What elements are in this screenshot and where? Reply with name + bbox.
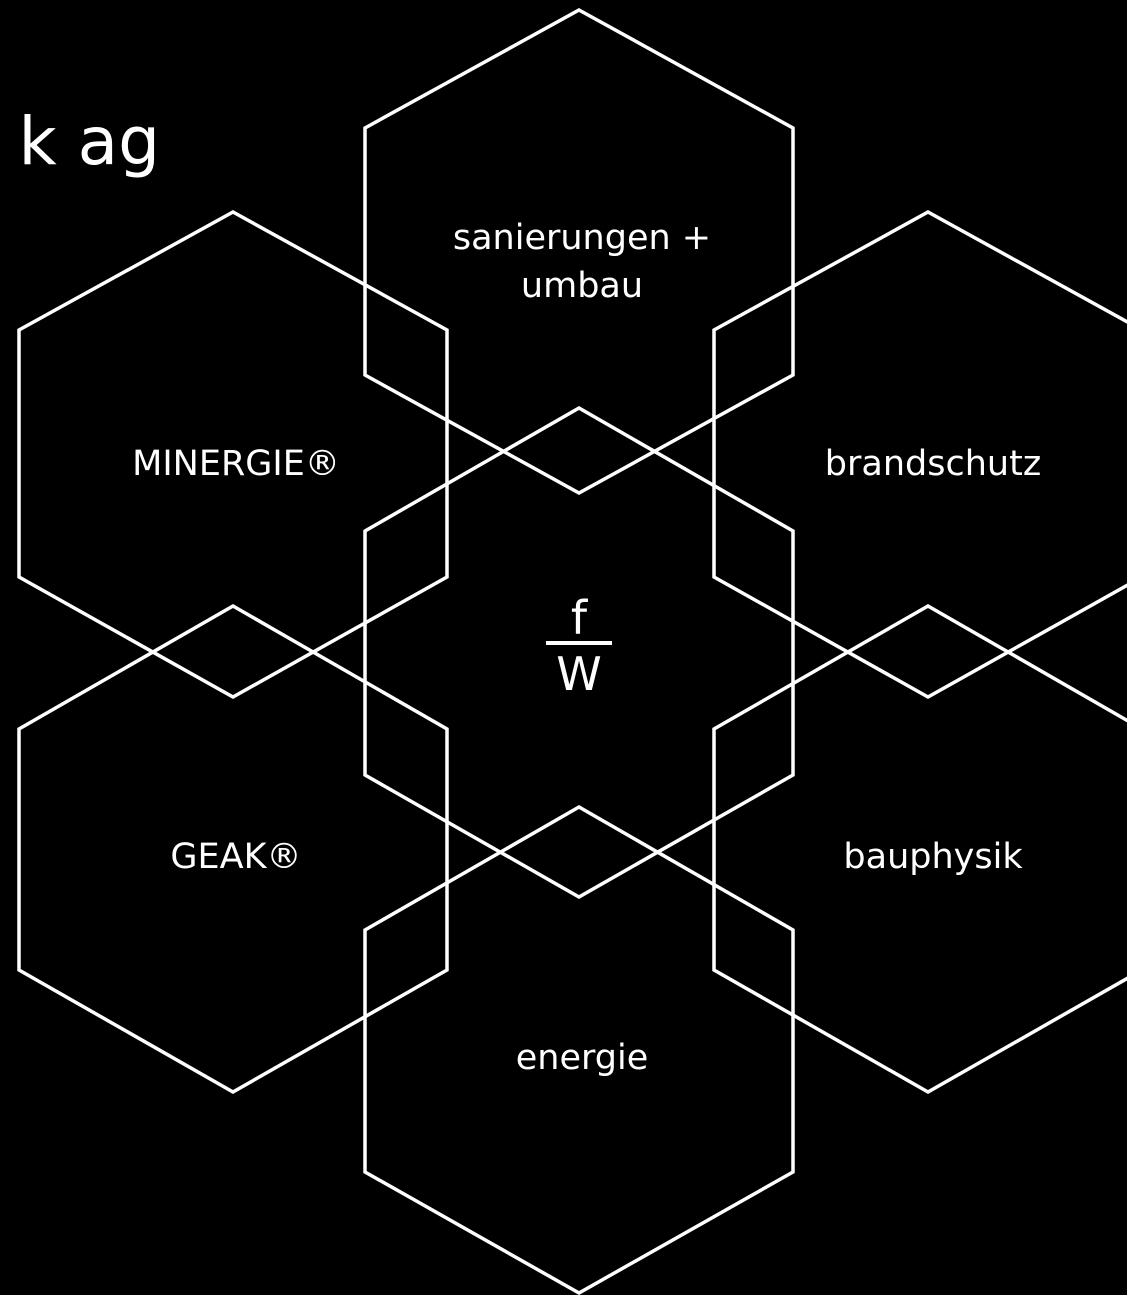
company-name: k ag: [18, 103, 160, 180]
service-label-minergie: MINERGIE®: [132, 444, 340, 484]
hexagon-upper-right: [712, 210, 1127, 700]
logo-denominator: W: [556, 647, 602, 701]
company-logo: f W: [544, 592, 614, 712]
service-label-bauphysik: bauphysik: [843, 837, 1023, 877]
service-label-brandschutz: brandschutz: [824, 444, 1042, 484]
hexagon-center: [363, 405, 795, 900]
service-label-energie: energie: [515, 1038, 649, 1078]
hexagon-upper-left: [17, 210, 449, 700]
hexagon-lower-left: [17, 603, 449, 1095]
logo-fraction-bar: [546, 641, 612, 645]
hexagon-top: [363, 8, 795, 495]
service-label-geak: GEAK®: [170, 837, 302, 877]
hexagon-bottom: [363, 804, 795, 1295]
hexagon-lower-right: [712, 603, 1127, 1095]
service-label-sanierungen: sanierungen + umbau: [452, 218, 712, 306]
logo-numerator: f: [570, 591, 588, 645]
